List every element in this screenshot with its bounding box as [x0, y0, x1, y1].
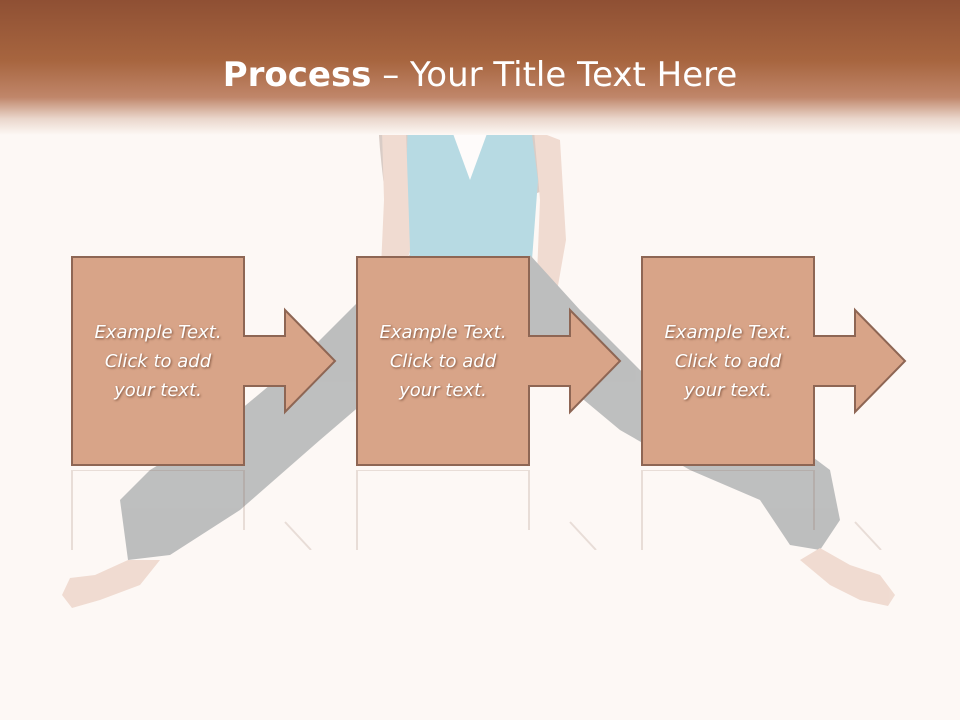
step-2-reflection [356, 470, 626, 550]
process-step-2[interactable]: Example Text. Click to add your text. [356, 256, 626, 468]
slide-title[interactable]: Process – Your Title Text Here [0, 52, 960, 98]
process-step-3[interactable]: Example Text. Click to add your text. [641, 256, 911, 468]
slide-title-rest: – Your Title Text Here [371, 55, 738, 95]
step-3-arrow-shape [641, 256, 907, 466]
process-step-1[interactable]: Example Text. Click to add your text. [71, 256, 341, 468]
step-1-arrow-shape [71, 256, 337, 466]
step-2-text[interactable]: Example Text. Click to add your text. [379, 321, 507, 401]
step-3-text[interactable]: Example Text. Click to add your text. [664, 321, 792, 401]
slide-title-bold: Process [222, 55, 372, 95]
step-1-text[interactable]: Example Text. Click to add your text. [94, 321, 222, 401]
step-2-arrow-shape [356, 256, 622, 466]
step-1-reflection [71, 470, 341, 550]
title-header-band [0, 0, 960, 135]
step-3-reflection [641, 470, 911, 550]
